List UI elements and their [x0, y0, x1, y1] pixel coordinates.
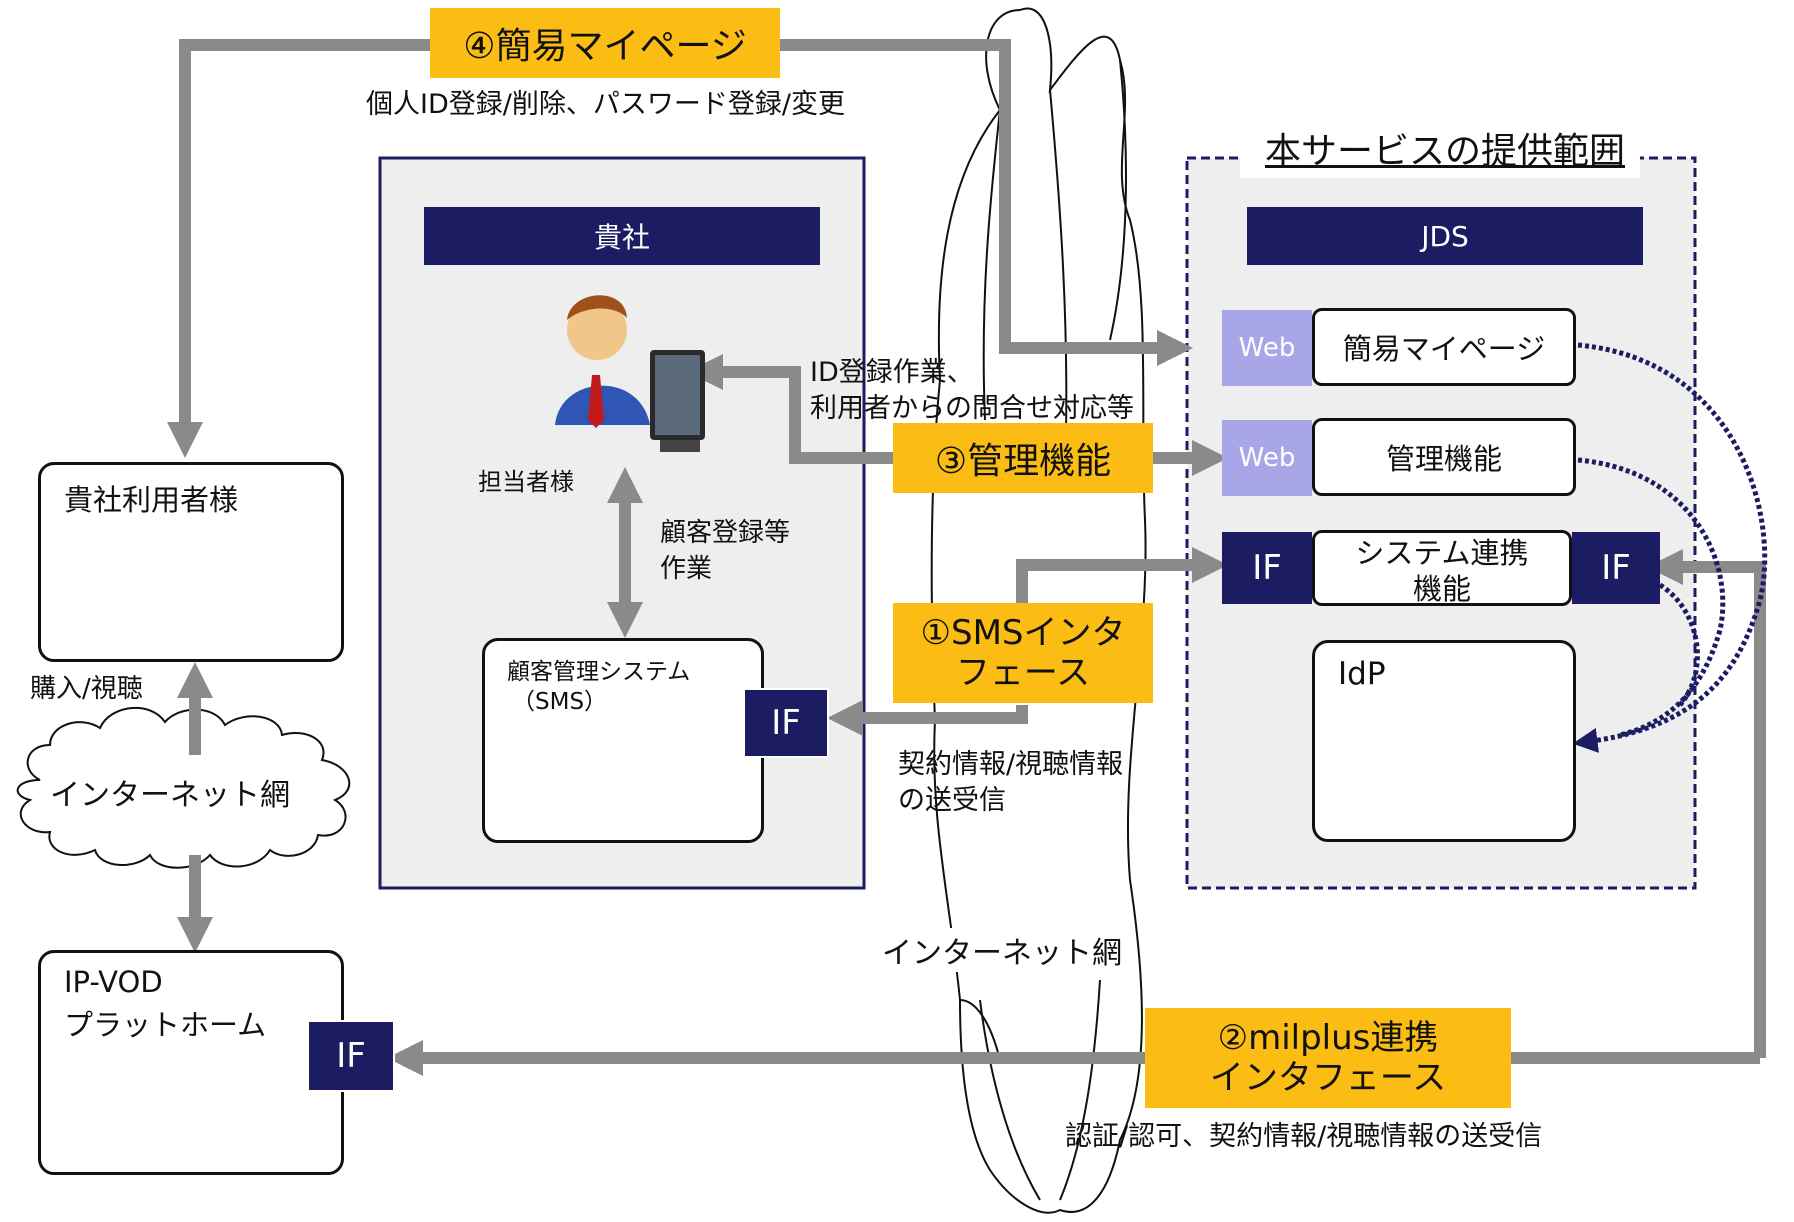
- staff-person-icon: [555, 295, 705, 452]
- callout-sms-label-2: フェース: [955, 653, 1091, 693]
- callout-admin-sub-1: ID登録作業、: [810, 357, 974, 388]
- callout-mypage-label: ④簡易マイページ: [463, 26, 747, 67]
- dotted-arrow-admin-idp: [1577, 457, 1726, 738]
- jds-syslink-box: [1312, 530, 1572, 606]
- callout-milplus: ②milplus連携 インタフェース: [1145, 1008, 1511, 1108]
- users-title: 貴社利用者様: [64, 483, 239, 517]
- arrow-mypage-to-jds: [780, 39, 1193, 366]
- callout-sms-sub-1: 契約情報/視聴情報: [898, 749, 1124, 780]
- callout-mypage: ④簡易マイページ: [430, 8, 780, 78]
- buy-watch-label: 購入/視聴: [30, 674, 143, 704]
- syslink-label-1: システム連携: [1355, 536, 1529, 570]
- arrow-mypage-to-users: [167, 39, 430, 458]
- if-badge-syslink-left: IF: [1222, 532, 1312, 604]
- vod-db-label: コンテンツ: [194, 1100, 280, 1120]
- sms-db-label: 加入者情報: [615, 783, 701, 803]
- staff-label: 担当者様: [478, 468, 574, 496]
- vod-title-2: プラットホーム: [64, 1008, 267, 1042]
- arrow-sms-to-syslink: [1016, 547, 1228, 605]
- callout-mypage-sub: 個人ID登録/削除、パスワード登録/変更: [366, 89, 845, 120]
- callout-milplus-label-2: インタフェース: [1209, 1058, 1447, 1098]
- if-badge-syslink-right: IF: [1572, 532, 1660, 604]
- work-label-2: 作業: [660, 554, 713, 584]
- arrow-admin-to-staff: [687, 354, 895, 464]
- callout-milplus-label-1: ②milplus連携: [1217, 1018, 1439, 1058]
- work-label-1: 顧客登録等: [660, 518, 791, 548]
- syslink-label-2: 機能: [1412, 572, 1471, 606]
- arrow-sms-to-if: [827, 700, 1028, 736]
- web-badge-admin: Web: [1222, 420, 1312, 496]
- sms-box: [482, 638, 764, 843]
- callout-milplus-sub: 認証/認可、契約情報/視聴情報の送受信: [1065, 1121, 1543, 1152]
- users-box: [38, 462, 344, 662]
- vod-title-1: IP-VOD: [64, 965, 163, 999]
- idp-db-label: 利用者ID: [1452, 778, 1522, 798]
- jds-header: JDS: [1247, 207, 1643, 265]
- callout-admin-label: ③管理機能: [934, 441, 1112, 482]
- sms-title-2: （SMS）: [512, 689, 608, 715]
- callout-sms-sub-2: の送受信: [898, 785, 1006, 816]
- company-header: 貴社: [424, 207, 820, 265]
- idp-box: [1312, 640, 1576, 842]
- jds-admin-box: 管理機能: [1312, 418, 1576, 496]
- arrow-milplus-to-if: [1647, 549, 1766, 1058]
- callout-sms-label-1: ①SMSインタ: [920, 613, 1126, 653]
- callout-admin-sub-2: 利用者からの問合せ対応等: [810, 393, 1134, 424]
- scope-title: 本サービスの提供範囲: [1265, 131, 1626, 172]
- internet-cloud-left: [16, 706, 351, 869]
- sms-title-1: 顧客管理システム: [507, 659, 691, 685]
- dotted-arrow-if-idp: [1658, 582, 1700, 707]
- internet-left-label: インターネット網: [50, 778, 290, 813]
- sms-if-badge: IF: [743, 688, 829, 758]
- jds-mypage-box: 簡易マイページ: [1312, 308, 1576, 386]
- callout-sms: ①SMSインタ フェース: [893, 603, 1153, 703]
- callout-admin: ③管理機能: [893, 423, 1153, 493]
- idp-title: IdP: [1338, 656, 1386, 692]
- dotted-arrow-mypage-idp: [1572, 342, 1768, 753]
- vod-if-badge: IF: [307, 1020, 395, 1092]
- web-badge-mypage: Web: [1222, 310, 1312, 386]
- internet-center-label: インターネット網: [882, 928, 1122, 972]
- vod-box: [38, 950, 344, 1175]
